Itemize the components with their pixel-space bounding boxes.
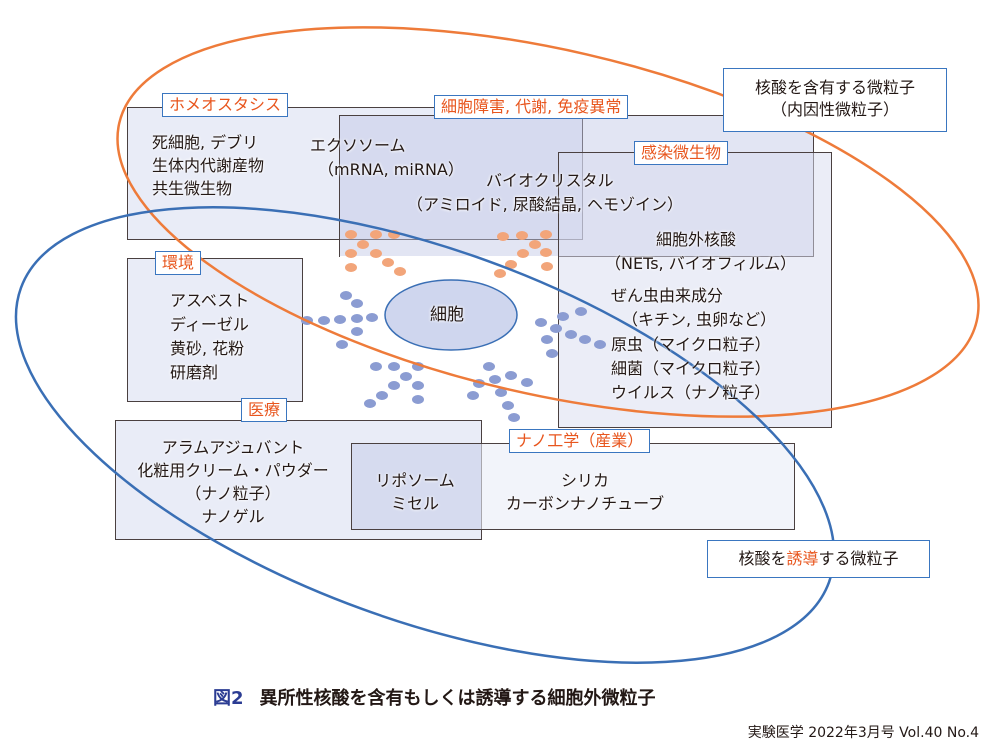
particle-dot <box>508 413 520 422</box>
particle-dot <box>412 395 424 404</box>
exosome-detail: （mRNA, miRNA） <box>318 160 464 179</box>
particle-dot <box>495 388 507 397</box>
particle-dot <box>345 249 357 258</box>
particle-dot <box>483 362 495 371</box>
particle-dot <box>489 375 501 384</box>
particle-dot <box>357 240 369 249</box>
particle-dot <box>473 379 485 388</box>
particle-dot <box>594 340 606 349</box>
particle-dot <box>370 362 382 371</box>
homeostasis-box <box>127 107 583 240</box>
shared-items: リポソームミセル <box>375 471 455 513</box>
particle-dot <box>575 307 587 316</box>
nano-items: シリカカーボンナノチューブ <box>505 471 665 513</box>
footer: 実験医学 2022年3月号 Vol.40 No.4 <box>747 725 979 741</box>
particle-dot <box>376 391 388 400</box>
particle-dot <box>366 313 378 322</box>
particle-dot <box>521 378 533 387</box>
particle-dot <box>535 318 547 327</box>
particle-dot <box>540 248 552 257</box>
virus: ウイルス（ナノ粒子） <box>611 383 771 402</box>
particle-dot <box>351 327 363 336</box>
particle-dot <box>540 230 552 239</box>
particle-dot <box>505 371 517 380</box>
particle-dot <box>336 340 348 349</box>
particle-dot <box>550 324 562 333</box>
particle-dot <box>546 349 558 358</box>
particle-dot <box>400 372 412 381</box>
particle-dot <box>541 262 553 271</box>
exosome: エクソソーム <box>310 136 406 155</box>
particle-dot <box>412 362 424 371</box>
environment-label: 環境 <box>155 251 202 275</box>
particle-dot <box>382 258 394 267</box>
particle-dot <box>370 230 382 239</box>
particle-dot <box>334 315 346 324</box>
particle-dot <box>351 299 363 308</box>
overlap-region <box>352 444 481 529</box>
environment-box <box>127 258 303 402</box>
cell-shape <box>384 279 518 351</box>
particle-dot <box>340 291 352 300</box>
particle-dot <box>579 335 591 344</box>
orange-ellipse <box>116 26 980 418</box>
cell-label: 細胞 <box>430 305 464 325</box>
medical-label: 医療 <box>241 398 288 422</box>
callout-inducing: 核酸を誘導する微粒子 <box>707 540 930 578</box>
callout-containing: 核酸を含有する微粒子（内因性微粒子） <box>723 68 947 132</box>
homeostasis-items: 死細胞, デブリ生体内代謝産物共生微生物 <box>152 133 265 198</box>
homeostasis-label: ホメオスタシス <box>162 93 289 117</box>
particle-dot <box>517 249 529 258</box>
helminth: ぜん虫由来成分 <box>611 286 724 305</box>
particle-dot <box>345 230 357 239</box>
helminth-detail: （キチン, 虫卵など） <box>622 310 777 329</box>
particle-dot <box>494 269 506 278</box>
particle-dot <box>497 232 509 241</box>
particle-dot <box>345 263 357 272</box>
particle-dot <box>394 267 406 276</box>
particle-dot <box>351 314 363 323</box>
environment-items: アスベストディーゼル黄砂, 花粉研磨剤 <box>170 291 250 382</box>
blue-ellipse <box>14 206 836 664</box>
biocrystal-detail: （アミロイド, 尿酸結晶, ヘモゾイン） <box>407 195 684 214</box>
extracellular-nucleic-acid: 細胞外核酸 <box>656 230 737 249</box>
particle-dot <box>502 401 514 410</box>
biocrystal: バイオクリスタル <box>486 171 614 190</box>
protozoa: 原虫（マイクロ粒子） <box>611 335 771 354</box>
particle-dot <box>541 335 553 344</box>
particle-dot <box>370 249 382 258</box>
particle-dot <box>364 399 376 408</box>
nano-label: ナノ工学（産業） <box>509 429 651 453</box>
particle-dot <box>529 240 541 249</box>
infection-label: 感染微生物 <box>634 141 729 165</box>
bacteria: 細菌（マイクロ粒子） <box>611 359 771 378</box>
particle-dot <box>388 230 400 239</box>
particle-dot <box>388 362 400 371</box>
particle-dot <box>516 231 528 240</box>
particle-dot <box>412 381 424 390</box>
nets-biofilm: （NETs, バイオフィルム） <box>605 254 797 273</box>
infection-box <box>558 152 832 428</box>
particle-dot <box>565 330 577 339</box>
medical-items: アラムアジュバント化粧用クリーム・パウダー（ナノ粒子）ナノゲル <box>137 438 329 526</box>
particle-dot <box>318 316 330 325</box>
particle-dot <box>557 312 569 321</box>
particle-dot <box>505 260 517 269</box>
cell-damage-label: 細胞障害, 代謝, 免疫異常 <box>434 95 629 119</box>
particle-dot <box>467 391 479 400</box>
particle-dot <box>388 381 400 390</box>
